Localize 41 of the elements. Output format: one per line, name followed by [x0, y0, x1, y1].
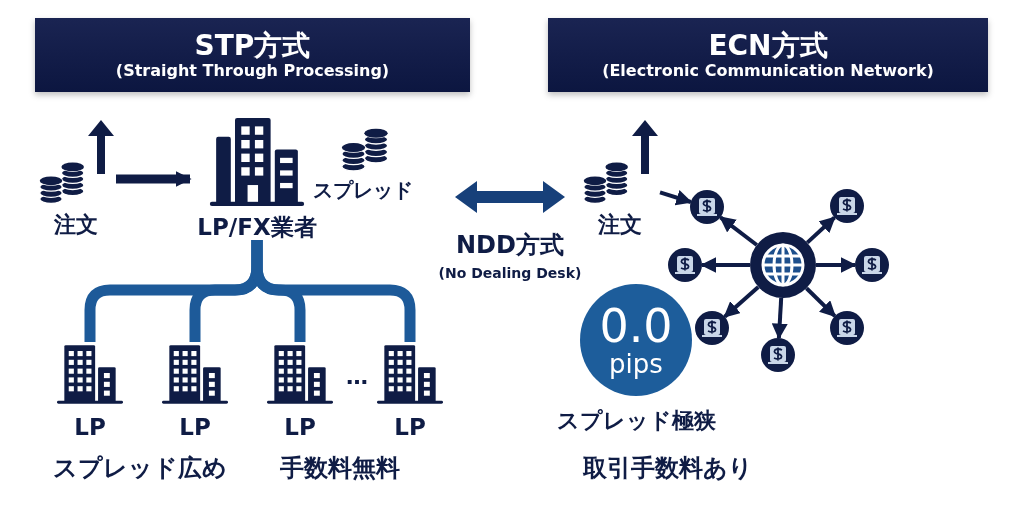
arrow — [659, 190, 693, 206]
feature-text: スプレッド広め — [53, 453, 227, 484]
branch-line — [251, 240, 416, 342]
arrow — [816, 257, 857, 273]
node-label: LP — [179, 414, 211, 440]
header-banner — [35, 18, 470, 92]
dollar-icon — [830, 189, 864, 223]
node-label: 注文 — [597, 211, 643, 239]
feature-text: 取引手数料あり — [583, 453, 753, 484]
arrow — [771, 297, 788, 340]
node-label: スプレッド極狭 — [556, 407, 716, 435]
dollar-icon — [830, 311, 864, 345]
dollar-icon — [695, 311, 729, 345]
method-subtitle: (No Dealing Desk) — [438, 265, 582, 281]
arrow — [723, 285, 760, 319]
dollar-icon — [668, 248, 702, 282]
arrow — [805, 216, 836, 245]
spread-label: スプレッド — [313, 176, 413, 204]
dollar-icon — [855, 248, 889, 282]
unit-label: pips — [609, 351, 663, 377]
dollar-icon — [690, 190, 724, 224]
header-title: STP方式 — [194, 30, 311, 62]
header-subtitle: (Straight Through Processing) — [115, 61, 390, 80]
header-title: ECN方式 — [708, 30, 828, 62]
node-label: LP — [394, 414, 426, 440]
arrow — [805, 286, 837, 318]
arrow — [700, 257, 750, 273]
feature-text: 手数料無料 — [280, 453, 400, 484]
header-subtitle: (Electronic Communication Network) — [602, 61, 934, 80]
spread-value: 0.0 — [599, 303, 673, 349]
arrow — [719, 215, 758, 247]
arrow — [116, 171, 192, 187]
node-label: LP — [74, 414, 106, 440]
ellipsis: … — [346, 363, 368, 389]
method-title: NDD方式 — [456, 230, 564, 261]
node-label: LP/FX業者 — [197, 214, 317, 240]
node-label: 注文 — [53, 211, 99, 239]
node-label: LP — [284, 414, 316, 440]
globe-icon — [750, 232, 816, 298]
header-banner — [548, 18, 988, 92]
dollar-icon — [761, 338, 795, 372]
